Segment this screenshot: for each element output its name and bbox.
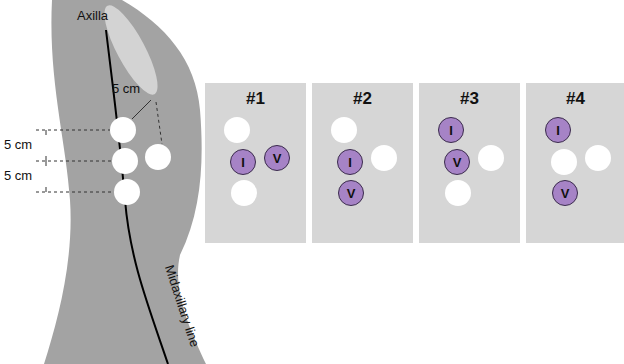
electrode-marker: I [438,117,464,143]
region-label: Axilla [77,9,108,23]
electrode-letter: V [347,187,356,200]
panel-number: #1 [246,89,265,109]
electrode-letter: I [348,156,352,169]
electrode-marker: I [230,149,256,175]
electrode-marker: I [545,117,571,143]
panel-number: #4 [566,89,585,109]
electrode-panel: #4I V [526,83,624,243]
line-label: Midaxillary line [162,263,202,348]
electrode-marker: V [338,180,364,206]
panel-number: #3 [460,89,479,109]
dimension-label: 5 cm [4,169,32,183]
electrode-letter: V [453,156,462,169]
electrode-letter: I [449,124,453,137]
electrode-panel: #3I V [419,83,520,243]
torso-outline [44,0,206,364]
electrode-panel: #2I V [312,83,413,243]
dimension-lines [36,100,162,192]
dimension-label: 5 cm [112,82,140,96]
electrode-letter: V [561,187,570,200]
electrode-letter: I [556,124,560,137]
electrode-panel: #1I V [205,83,306,243]
electrode-marker: V [444,149,470,175]
dimension-label: 5 cm [4,138,32,152]
midaxillary-line [106,30,168,364]
electrode-letter: I [241,156,245,169]
electrode-sites [110,117,171,205]
electrode-marker: I [337,149,363,175]
panel-number: #2 [353,89,372,109]
electrode-marker: V [264,145,290,171]
electrode-letter: V [273,152,282,165]
electrode-marker: V [552,180,578,206]
